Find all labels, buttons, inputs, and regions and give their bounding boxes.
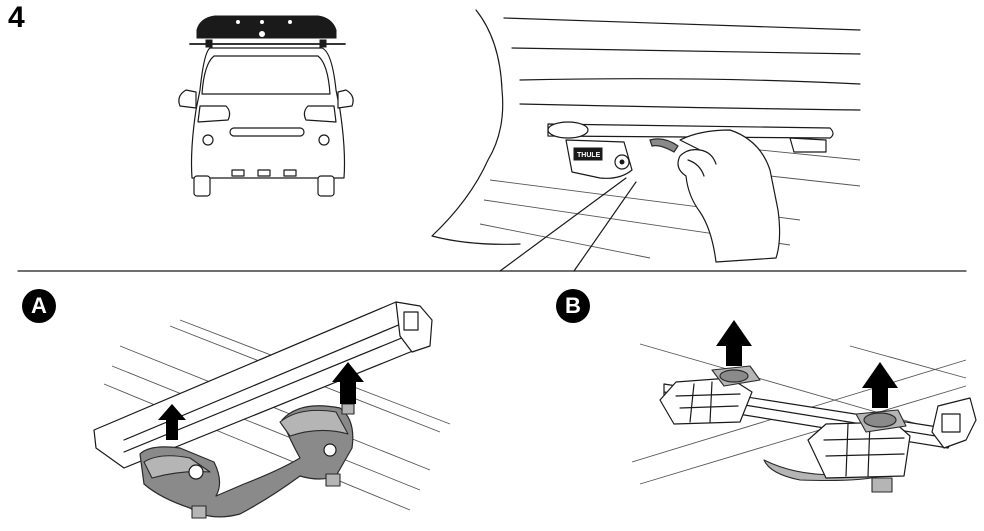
panel-b-arrow-left xyxy=(716,320,752,366)
callout-line-left xyxy=(499,177,627,272)
panel-b-foot-right xyxy=(807,421,911,479)
roof-box-texture xyxy=(236,20,292,37)
left-mirror xyxy=(178,89,197,109)
panel-b-badge: B xyxy=(556,289,590,323)
van-windshield xyxy=(201,55,331,95)
panel-a-arrow-right xyxy=(332,362,364,404)
panel-b-arrow-right xyxy=(862,362,898,408)
right-mirror xyxy=(337,89,354,109)
panel-b-bolt xyxy=(871,477,893,493)
left-fog-light xyxy=(202,134,214,146)
foot-brand-plate xyxy=(573,147,603,161)
callout-line-right xyxy=(573,181,637,272)
bar-end-cap xyxy=(547,121,589,139)
right-fog-light xyxy=(318,134,330,146)
panel-a-illustration xyxy=(93,301,451,519)
far-foot xyxy=(789,137,827,153)
panel-b-foot-left xyxy=(659,377,753,425)
right-headlight xyxy=(303,105,337,123)
van-front-view xyxy=(178,15,354,197)
panel-a-bolt-left xyxy=(191,505,207,519)
panel-a-arrow-left xyxy=(158,404,186,440)
foot-brand-text: THULE xyxy=(577,152,601,159)
right-wheel xyxy=(317,175,335,197)
panel-b-illustration xyxy=(631,320,977,493)
person-silhouette xyxy=(431,9,521,245)
roof-box-underside xyxy=(503,17,861,31)
left-headlight xyxy=(197,105,231,123)
load-bar xyxy=(547,123,834,139)
panel-a-badge: A xyxy=(22,289,56,323)
step-number: 4 xyxy=(8,1,25,34)
van-grille xyxy=(229,127,305,137)
hand xyxy=(677,129,781,263)
closeup-hand-install: THULE xyxy=(431,9,861,272)
left-wheel xyxy=(193,175,211,197)
roof-box xyxy=(196,15,337,39)
panel-a-bolt-right xyxy=(325,473,341,487)
